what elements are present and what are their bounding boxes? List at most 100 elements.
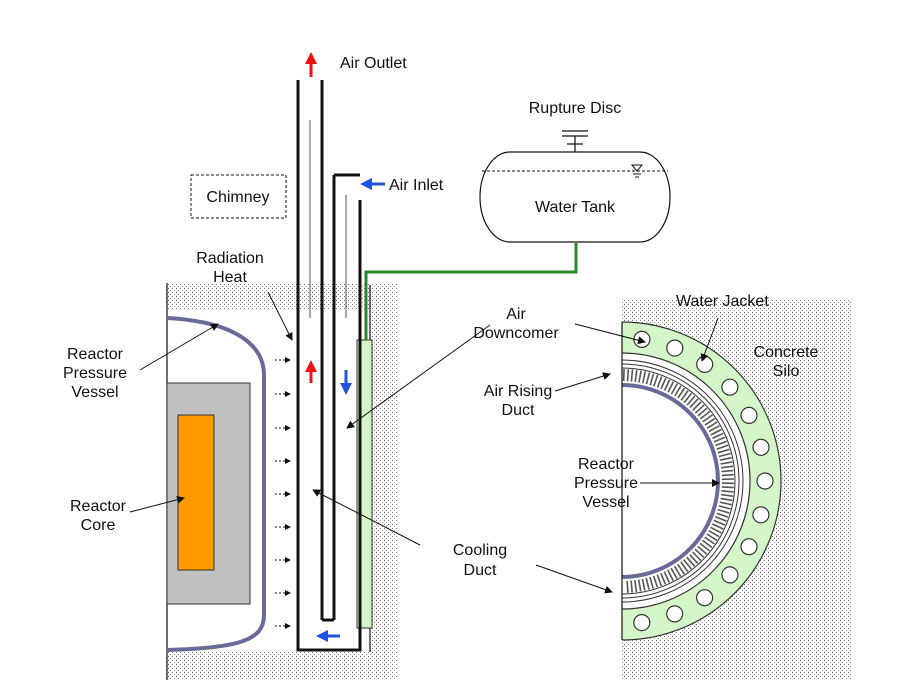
chimney-box [190,174,287,219]
duct-rib [715,516,727,522]
duct-rib [680,561,689,573]
duct-rib [713,436,726,443]
duct-rib [720,493,734,497]
duct-rib [676,563,685,575]
duct-rib [708,425,720,433]
duct-rib [718,505,731,510]
duct-rib [645,577,650,590]
duct-rib [689,398,699,409]
label-air-rising-duct-line2: Duct [502,402,535,419]
duct-rib [697,407,708,417]
duct-rib [660,572,667,585]
rupture-disc-icon [562,130,588,152]
duct-inner-lines [309,120,347,318]
duct-rib [660,377,667,390]
duct-rib [719,456,732,461]
label-rpv-left-line1: Reactor [67,346,124,363]
duct-rib [715,440,727,447]
label-air-outlet: Air Outlet [340,55,407,72]
water-pipe [364,243,578,340]
duct-rib [716,444,729,450]
duct-rib [712,432,724,440]
duct-rib [708,530,720,538]
label-rpv-right-line2: Pressure [574,475,638,492]
air-inlet-arrow [360,178,385,190]
air-rising-arrow [305,360,317,383]
duct-rib [717,448,730,454]
duct-rib [699,410,711,420]
air-down-arrow [340,370,352,395]
label-rpv-left-line2: Pressure [63,365,127,382]
duct-rib [697,545,708,555]
duct-rib [653,374,659,387]
duct-rib [649,373,655,386]
duct-rib [706,421,718,429]
duct-rib [630,580,633,593]
water-jacket-hole [752,506,770,524]
label-reactor-core-line1: Reactor [70,498,127,515]
duct-rib [652,575,659,588]
duct-rib [673,565,682,577]
duct-rib [721,469,734,473]
label-air-downcomer-line2: Downcomer [473,325,559,342]
label-radiation-heat-line2: Heat [213,269,247,286]
water-jacket-hole [740,406,758,424]
duct-rib [702,414,713,423]
duct-rib [663,379,671,391]
duct-rib [645,372,651,385]
water-jacket-hole [666,605,684,623]
label-concrete-silo-line2: Silo [773,363,800,380]
air-outlet-arrow [305,52,317,77]
leader-lines [129,291,720,594]
water-tank [479,151,671,243]
reactor-pressure-vessel-left [166,316,266,652]
duct-rib [718,452,731,458]
cross-section [622,321,782,641]
water-jacket-hole [696,355,714,373]
duct-rib [716,512,729,518]
duct-rib [656,574,663,587]
duct-rib [692,401,702,411]
duct-rib [680,390,689,401]
duct-rib [686,556,696,567]
water-jacket-hole [740,538,758,556]
label-reactor-core-line2: Core [81,517,116,534]
label-air-rising-duct-line1: Air Rising [484,383,552,400]
label-rpv-right-line1: Reactor [578,456,635,473]
duct-rib [666,569,674,581]
label-water-tank: Water Tank [535,199,616,216]
label-rpv-right-line3: Vessel [582,494,629,511]
duct-rib [649,576,654,589]
duct-rib [704,536,716,545]
duct-rib [721,486,734,489]
duct-rib [704,417,716,426]
water-jacket-hole [633,613,651,632]
duct-rib [667,381,675,393]
duct-rib [683,392,693,404]
duct-rib [683,559,692,570]
duct-rib [670,567,678,579]
duct-rib [689,554,699,564]
duct-rib [663,571,671,583]
duct-rib [634,580,638,593]
duct-rib [642,371,647,384]
duct-rib [706,533,718,542]
label-rpv-left-line3: Vessel [71,384,118,401]
duct-rib [694,548,705,558]
bottom-flow-arrow [316,630,340,642]
duct-rib [719,501,732,506]
duct-rib [710,526,722,534]
duct-rib [720,461,733,465]
duct-rib [721,473,734,477]
water-jacket-hole [756,472,774,490]
duct-rib [634,369,638,383]
duct-rib [626,580,629,593]
label-cooling-duct-line2: Duct [464,562,497,579]
label-water-jacket: Water Jacket [676,293,769,310]
duct-rib [699,542,711,552]
duct-rib [686,395,696,406]
duct-rib [711,523,724,530]
duct-rib [710,428,722,436]
